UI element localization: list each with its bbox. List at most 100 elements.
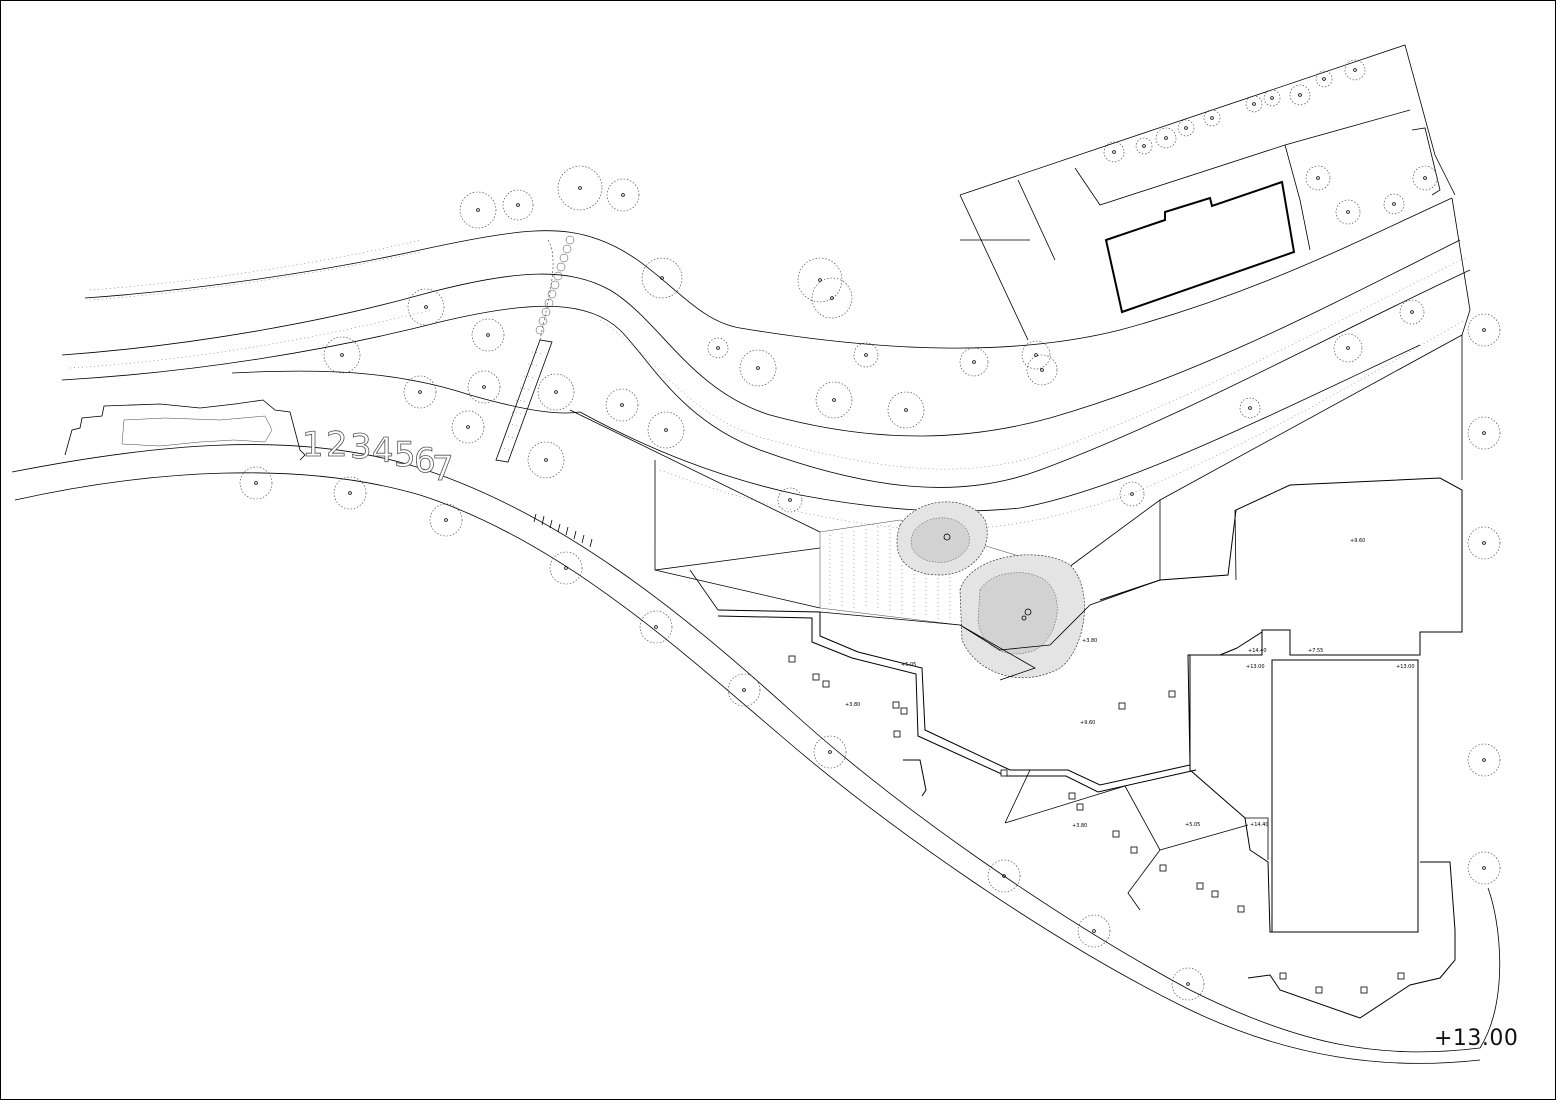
tree-symbol xyxy=(1467,416,1501,450)
tree-trunk xyxy=(654,625,658,629)
tree-symbol xyxy=(739,349,777,387)
tree-trunk xyxy=(1270,96,1274,100)
tree-trunk xyxy=(424,305,428,309)
svg-text:2: 2 xyxy=(326,425,348,465)
tree-trunk xyxy=(254,481,258,485)
tree-symbol xyxy=(813,735,847,769)
tree-trunk xyxy=(1252,102,1256,106)
road-edge-outer xyxy=(11,444,1481,1053)
svg-text:5: 5 xyxy=(394,435,416,475)
path-mid-a xyxy=(61,269,1471,488)
tree-trunk xyxy=(1298,93,1302,97)
tree-trunk xyxy=(832,398,836,402)
tree-trunk xyxy=(830,296,834,300)
tree-trunk xyxy=(972,360,976,364)
tree-trunk xyxy=(1346,210,1350,214)
svg-text:4: 4 xyxy=(372,431,394,471)
tree-trunk xyxy=(486,333,490,337)
tree-symbol xyxy=(887,391,925,429)
wall-stone xyxy=(547,289,557,299)
tree-trunk xyxy=(482,385,486,389)
tree-symbol xyxy=(1383,193,1405,215)
wall-stone xyxy=(544,298,554,308)
tree-trunk xyxy=(564,566,568,570)
tree-symbol xyxy=(407,288,445,326)
spot-level-label: +9.60 xyxy=(1080,720,1095,726)
spot-level-label: +14.40 xyxy=(1250,822,1269,828)
tree-trunk xyxy=(516,203,520,207)
tree-symbol xyxy=(639,610,673,644)
tree-symbol xyxy=(1021,340,1051,370)
tree-symbol xyxy=(333,476,367,510)
tree-symbol xyxy=(727,673,761,707)
wall-stone xyxy=(562,244,572,254)
tree-trunk xyxy=(1142,144,1146,148)
wall-stone xyxy=(535,325,545,335)
tree-trunk xyxy=(828,750,832,754)
path-upper-hatch xyxy=(89,239,421,301)
road-marks xyxy=(533,513,593,548)
tree-trunk xyxy=(444,518,448,522)
tree-trunk xyxy=(788,498,792,502)
tree-canopy-group xyxy=(896,501,1085,678)
tree-symbol xyxy=(1333,333,1363,363)
tree-symbol xyxy=(1245,95,1263,113)
site-diagonal xyxy=(569,334,1463,571)
tree-trunk xyxy=(1164,136,1168,140)
tree-symbol xyxy=(811,277,853,319)
building-terraces xyxy=(717,477,1463,1019)
tree-trunk xyxy=(554,390,558,394)
svg-text:7: 7 xyxy=(432,449,454,489)
tree-symbol xyxy=(1315,70,1333,88)
tree-trunk xyxy=(466,425,470,429)
tree-symbol xyxy=(1344,59,1366,81)
tree-trunk xyxy=(1482,541,1486,545)
tree-trunk xyxy=(660,276,664,280)
column-markers xyxy=(788,655,1405,994)
tree-symbol xyxy=(1119,481,1145,507)
road-edge-east xyxy=(1479,887,1501,1049)
level-label: +13.00 xyxy=(1434,1026,1519,1051)
tree-symbol xyxy=(1335,199,1361,225)
tree-trunk xyxy=(476,208,480,212)
tree-symbol xyxy=(1026,354,1058,386)
wall-stone xyxy=(565,235,575,245)
site-boundary-east xyxy=(1451,197,1471,480)
path-upper-outer xyxy=(84,197,1453,349)
tree-symbol xyxy=(537,373,575,411)
spot-level-label: +7.55 xyxy=(1308,648,1323,654)
spot-level-label: +5.05 xyxy=(1185,822,1200,828)
wall-stone xyxy=(559,253,569,263)
tree-trunk xyxy=(348,491,352,495)
tree-trunk xyxy=(742,688,746,692)
tree-symbol xyxy=(1263,89,1281,107)
spot-level-label: +3.80 xyxy=(1072,823,1087,829)
tree-trunk xyxy=(1184,126,1188,130)
tree-symbol xyxy=(605,388,639,422)
tree-symbol xyxy=(1412,165,1438,191)
tree-symbol xyxy=(1467,743,1501,777)
path-mid-b xyxy=(231,344,1421,512)
tree-trunk xyxy=(1248,406,1252,410)
tree-symbol xyxy=(471,318,505,352)
tree-trunk xyxy=(1482,866,1486,870)
tree-symbol xyxy=(527,441,565,479)
spot-levels: +9.60 +5.05 +3.80 +9.60 +3.80 +14.40 +7.… xyxy=(845,538,1415,829)
tree-symbol xyxy=(239,466,273,500)
existing-building xyxy=(1104,180,1296,314)
tree-trunk xyxy=(1322,77,1326,81)
building-west-inner xyxy=(121,415,273,447)
road-edge-inner xyxy=(14,472,1481,1064)
tree-symbol xyxy=(403,375,437,409)
tree-symbol xyxy=(1467,526,1501,560)
tree-symbol xyxy=(1135,137,1153,155)
tree-trunk xyxy=(1353,68,1357,72)
svg-text:3: 3 xyxy=(350,427,372,467)
tree-trunk xyxy=(1482,431,1486,435)
tree-trunk xyxy=(904,408,908,412)
northeast-parcel xyxy=(959,44,1456,341)
tree-trunk xyxy=(1423,176,1427,180)
tree-trunk xyxy=(578,186,582,190)
tree-symbol xyxy=(1103,141,1125,163)
